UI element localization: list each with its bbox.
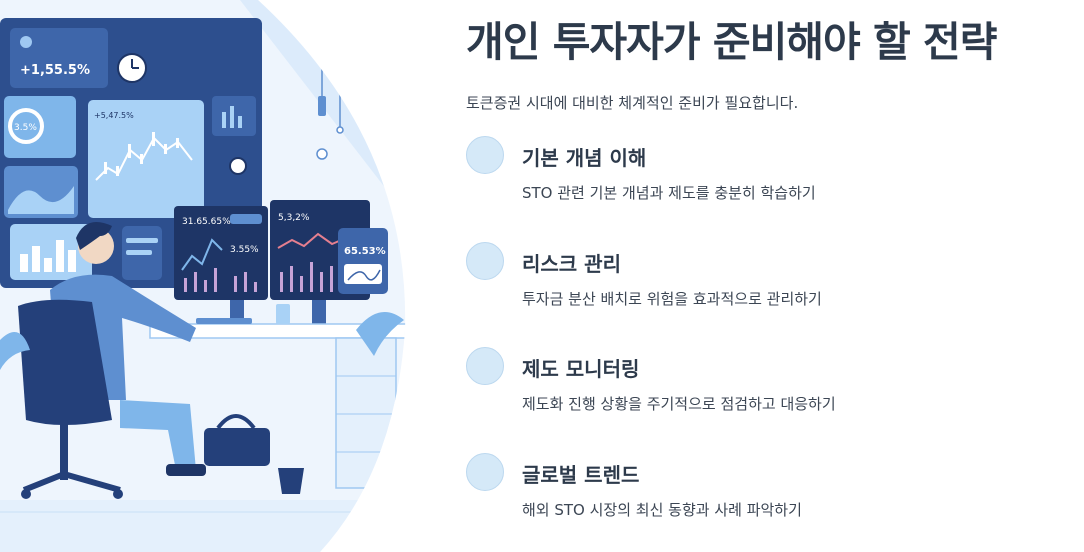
- monitor-middle-value: 5,3,2%: [278, 213, 310, 223]
- page-title: 개인 투자자가 준비해야 할 전략: [466, 18, 997, 66]
- bullet-circle-icon: [466, 242, 504, 280]
- wall-chart-label: +5,47.5%: [94, 111, 134, 120]
- strategy-item-title: 기본 개념 이해: [522, 146, 647, 170]
- plant-right: [356, 312, 404, 356]
- wall-gauge-text: 3.5%: [14, 123, 37, 133]
- bullet-circle-icon: [466, 136, 504, 174]
- page-subtitle: 토큰증권 시대에 대비한 체계적인 준비가 필요합니다.: [466, 94, 799, 112]
- bullet-circle-icon: [466, 347, 504, 385]
- monitor-left-value: 31.65.65%: [182, 217, 231, 227]
- strategy-item-description: STO 관련 기본 개념과 제도를 충분히 학습하기: [522, 184, 816, 202]
- tablet: [338, 228, 388, 294]
- strategy-section: 개인 투자자가 준비해야 할 전략 토큰증권 시대에 대비한 체계적인 준비가 …: [466, 0, 1076, 552]
- wall-readout-text: +1,55.5%: [20, 63, 90, 78]
- bullet-circle-icon: [466, 453, 504, 491]
- strategy-item-risk: 리스크 관리 투자금 분산 배치로 위험을 효과적으로 관리하기: [466, 242, 1076, 322]
- strategy-item-title: 리스크 관리: [522, 252, 621, 276]
- trader-scene-svg: +1,55.5% 3.5% +5,47.5%: [0, 0, 406, 552]
- strategy-item-basics: 기본 개념 이해 STO 관련 기본 개념과 제도를 충분히 학습하기: [466, 136, 1076, 216]
- wall-panel-readout: [10, 28, 108, 88]
- strategy-item-monitoring: 제도 모니터링 제도화 진행 상황을 주기적으로 점검하고 대응하기: [466, 347, 1076, 427]
- strategy-item-title: 글로벌 트렌드: [522, 463, 640, 487]
- strategy-item-description: 해외 STO 시장의 최신 동향과 사례 파악하기: [522, 501, 802, 519]
- strategy-item-title: 제도 모니터링: [522, 357, 640, 381]
- bag: [204, 428, 270, 466]
- plant-left: [0, 332, 30, 370]
- wall-panel-chart: [88, 100, 204, 218]
- monitor-left-secondary: 3.55%: [230, 245, 259, 255]
- office-chair: [18, 299, 112, 425]
- tablet-value: 65.53%: [344, 246, 386, 257]
- strategy-item-description: 투자금 분산 배치로 위험을 효과적으로 관리하기: [522, 290, 822, 308]
- waste-bin: [278, 468, 304, 494]
- strategy-item-global: 글로벌 트렌드 해외 STO 시장의 최신 동향과 사례 파악하기: [466, 453, 1076, 533]
- strategy-item-description: 제도화 진행 상황을 주기적으로 점검하고 대응하기: [522, 395, 836, 413]
- trader-illustration: +1,55.5% 3.5% +5,47.5%: [0, 0, 410, 552]
